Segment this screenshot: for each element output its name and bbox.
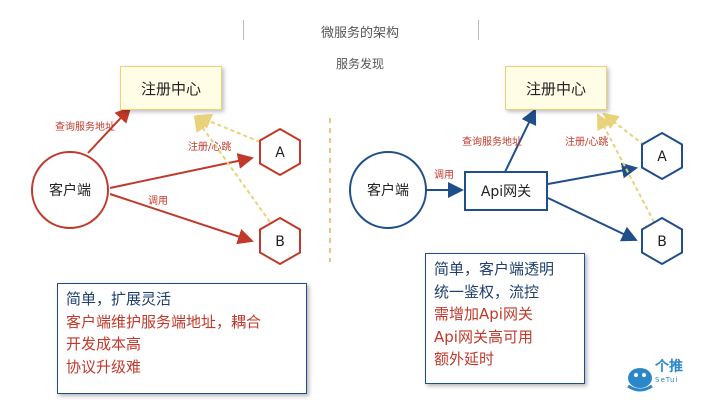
right-client-node <box>349 151 427 229</box>
right-registry-box: 注册中心 <box>505 66 607 110</box>
left-heartbeat-a <box>195 113 261 143</box>
right-query-arrow <box>504 108 537 173</box>
left-note-0: 简单，扩展灵活 <box>66 290 172 308</box>
left-node-a-label: A <box>275 145 285 161</box>
logo-subtext: SeTui <box>655 376 679 384</box>
left-client-label: 客户端 <box>49 182 91 199</box>
left-note-2: 开发成本高 <box>66 335 142 353</box>
right-node-b-shape <box>641 216 683 266</box>
right-gateway-label: Api网关 <box>481 184 531 200</box>
right-call-b-arrow <box>547 197 638 242</box>
left-label-query: 查询服务地址 <box>55 120 115 133</box>
left-node-b-shape <box>259 216 301 266</box>
logo-text: 个推 <box>655 359 683 375</box>
header-divider-left <box>243 20 244 40</box>
right-label-query: 查询服务地址 <box>462 135 522 148</box>
left-registry-box: 注册中心 <box>120 66 222 110</box>
right-gateway-shape <box>464 171 548 211</box>
right-note-0: 简单，客户端透明 <box>434 260 555 278</box>
header-divider-right <box>478 20 479 40</box>
left-heartbeat-b <box>193 115 271 223</box>
left-node-a-shape <box>259 127 301 177</box>
right-node-a-shape <box>641 131 683 181</box>
right-note-4: 额外延时 <box>434 350 495 368</box>
right-label-call: 调用 <box>434 169 454 181</box>
right-heartbeat-b <box>597 113 655 223</box>
left-call-a-arrow <box>109 153 254 189</box>
left-label-call: 调用 <box>148 195 168 207</box>
right-note-1: 统一鉴权，流控 <box>434 282 540 301</box>
left-note-1: 客户端维护服务端地址，耦合 <box>66 312 262 331</box>
right-note-3: Api网关高可用 <box>434 327 533 346</box>
slide-title: 微服务的架构 <box>320 26 399 41</box>
right-client-label: 客户端 <box>367 182 409 199</box>
left-query-arrow <box>87 106 132 154</box>
right-call-a-arrow <box>547 162 638 185</box>
right-heartbeat-a <box>602 112 645 146</box>
left-call-b-arrow <box>109 193 254 245</box>
left-notes-box: 简单，扩展灵活 客户端维护服务端地址，耦合 开发成本高 协议升级难 <box>57 283 307 394</box>
right-notes-box: 简单，客户端透明 统一鉴权，流控 需增加Api网关 Api网关高可用 额外延时 <box>425 253 585 384</box>
left-node-b-label: B <box>275 234 285 250</box>
right-node-a-label: A <box>657 149 667 165</box>
right-note-2: 需增加Api网关 <box>434 305 533 323</box>
left-client-node <box>31 151 109 229</box>
right-label-register: 注册/心跳 <box>565 135 608 148</box>
left-label-register: 注册/心跳 <box>188 140 231 153</box>
right-node-b-label: B <box>657 234 667 250</box>
slide-subtitle: 服务发现 <box>335 57 384 71</box>
left-note-3: 协议升级难 <box>66 357 142 376</box>
